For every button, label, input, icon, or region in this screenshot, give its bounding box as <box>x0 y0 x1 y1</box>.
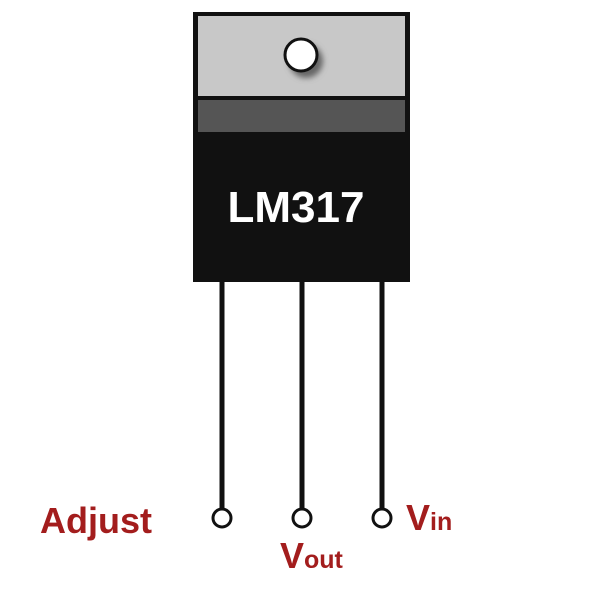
part-number: LM317 <box>228 183 365 232</box>
package-body: LM317 <box>193 12 410 282</box>
pin-label-vout: Vout <box>280 538 343 574</box>
pin-label-vin: Vin <box>406 500 452 536</box>
pin-label-adjust: Adjust <box>40 500 152 541</box>
vin-sub: in <box>430 508 453 536</box>
terminal-adjust <box>211 507 233 529</box>
vin-main: V <box>406 497 431 538</box>
terminal-vin <box>371 507 393 529</box>
tab-band <box>198 100 405 132</box>
vout-main: V <box>280 535 305 576</box>
vout-sub: out <box>304 546 343 574</box>
mounting-hole <box>283 37 319 73</box>
leads <box>211 282 393 529</box>
terminal-vout <box>291 507 313 529</box>
